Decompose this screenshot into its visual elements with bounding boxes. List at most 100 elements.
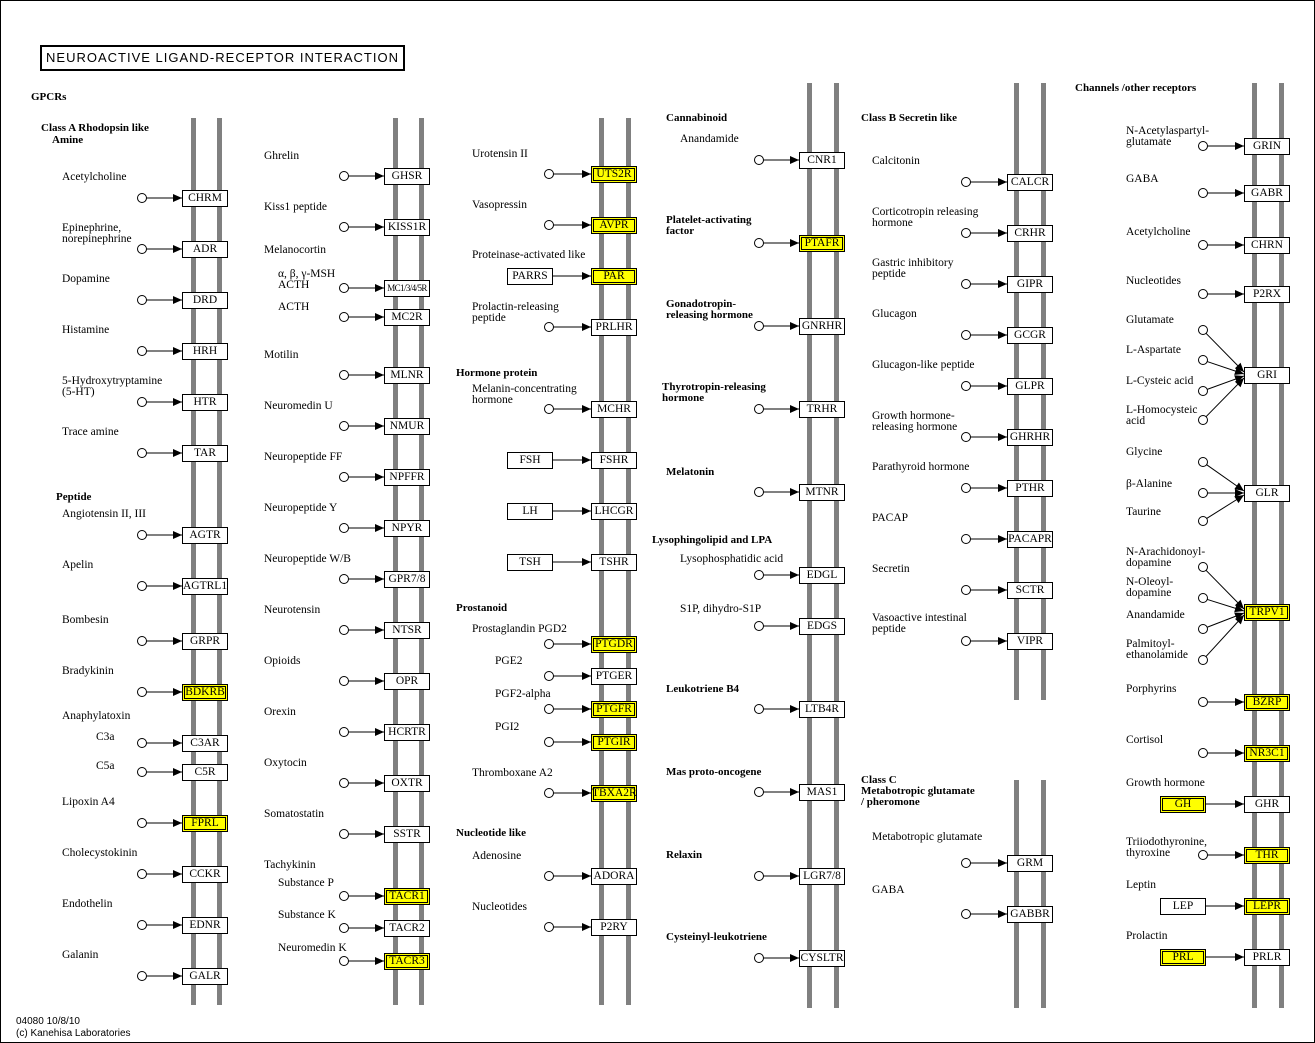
receptor-grin[interactable]: GRIN — [1244, 138, 1290, 155]
receptor-agtrl1[interactable]: AGTRL1 — [182, 578, 228, 595]
receptor-tacr2[interactable]: TACR2 — [384, 920, 430, 937]
receptor-hrh[interactable]: HRH — [182, 343, 228, 360]
receptor-par[interactable]: PAR — [591, 268, 637, 285]
receptor-vipr[interactable]: VIPR — [1007, 633, 1053, 650]
receptor-adr[interactable]: ADR — [182, 241, 228, 258]
receptor-htr[interactable]: HTR — [182, 394, 228, 411]
receptor-ntsr[interactable]: NTSR — [384, 622, 430, 639]
receptor-uts2r[interactable]: UTS2R — [591, 166, 637, 183]
receptor-sstr[interactable]: SSTR — [384, 826, 430, 843]
receptor-ednr[interactable]: EDNR — [182, 917, 228, 934]
receptor-agtr[interactable]: AGTR — [182, 527, 228, 544]
receptor-gnrhr[interactable]: GNRHR — [799, 318, 845, 335]
receptor-gpr7-8[interactable]: GPR7/8 — [384, 571, 430, 588]
receptor-mlnr[interactable]: MLNR — [384, 367, 430, 384]
ligand-label-acth: ACTH — [278, 301, 310, 313]
receptor-fshr[interactable]: FSHR — [591, 452, 637, 469]
receptor-p2ry[interactable]: P2RY — [591, 919, 637, 936]
receptor-tbxa2r[interactable]: TBXA2R — [591, 785, 637, 802]
ligand-gene-lh[interactable]: LH — [507, 503, 553, 520]
receptor-p2rx[interactable]: P2RX — [1244, 286, 1290, 303]
receptor-ptgdr[interactable]: PTGDR — [591, 636, 637, 653]
receptor-ghr[interactable]: GHR — [1244, 796, 1290, 813]
receptor-trhr[interactable]: TRHR — [799, 401, 845, 418]
receptor-npffr[interactable]: NPFFR — [384, 469, 430, 486]
receptor-ptafr[interactable]: PTAFR — [799, 235, 845, 252]
ligand-gene-parrs[interactable]: PARRS — [507, 268, 553, 285]
receptor-gabr[interactable]: GABR — [1244, 185, 1290, 202]
receptor-ptgfr[interactable]: PTGFR — [591, 701, 637, 718]
receptor-tacr3[interactable]: TACR3 — [384, 953, 430, 970]
receptor-lhcgr[interactable]: LHCGR — [591, 503, 637, 520]
ligand-gene-prl[interactable]: PRL — [1160, 949, 1206, 966]
receptor-edgs[interactable]: EDGS — [799, 618, 845, 635]
receptor-cnr1[interactable]: CNR1 — [799, 152, 845, 169]
receptor-mas1[interactable]: MAS1 — [799, 784, 845, 801]
receptor-ghrhr[interactable]: GHRHR — [1007, 429, 1053, 446]
receptor-npyr[interactable]: NPYR — [384, 520, 430, 537]
receptor-ptger[interactable]: PTGER — [591, 668, 637, 685]
ligand-gene-tsh[interactable]: TSH — [507, 554, 553, 571]
receptor-glpr[interactable]: GLPR — [1007, 378, 1053, 395]
ligand-gene-gh[interactable]: GH — [1160, 796, 1206, 813]
receptor-galr[interactable]: GALR — [182, 968, 228, 985]
receptor-c3ar[interactable]: C3AR — [182, 735, 228, 752]
receptor-hcrtr[interactable]: HCRTR — [384, 724, 430, 741]
receptor-avpr[interactable]: AVPR — [591, 217, 637, 234]
receptor-mc1-3-4-5r[interactable]: MC1/3/4/5R — [384, 280, 430, 297]
receptor-opr[interactable]: OPR — [384, 673, 430, 690]
receptor-tshr[interactable]: TSHR — [591, 554, 637, 571]
activation-trpv1-line — [1205, 569, 1245, 610]
receptor-trpv1[interactable]: TRPV1 — [1244, 604, 1290, 621]
ligand-gene-lep[interactable]: LEP — [1160, 898, 1206, 915]
receptor-ptgir[interactable]: PTGIR — [591, 734, 637, 751]
receptor-adora[interactable]: ADORA — [591, 868, 637, 885]
receptor-nr3c1[interactable]: NR3C1 — [1244, 745, 1290, 762]
receptor-lepr[interactable]: LEPR — [1244, 898, 1290, 915]
receptor-mchr[interactable]: MCHR — [591, 401, 637, 418]
receptor-drd[interactable]: DRD — [182, 292, 228, 309]
receptor-bzrp[interactable]: BZRP — [1244, 694, 1290, 711]
receptor-kiss1r[interactable]: KISS1R — [384, 219, 430, 236]
ligand-compound-icon — [137, 738, 147, 748]
receptor-crhr[interactable]: CRHR — [1007, 225, 1053, 242]
receptor-gipr[interactable]: GIPR — [1007, 276, 1053, 293]
activation-crhr-arrowhead — [998, 229, 1007, 237]
activation-chrm-arrowhead — [173, 194, 182, 202]
receptor-pthr[interactable]: PTHR — [1007, 480, 1053, 497]
receptor-tacr1[interactable]: TACR1 — [384, 888, 430, 905]
receptor-edgl[interactable]: EDGL — [799, 567, 845, 584]
receptor-fprl[interactable]: FPRL — [182, 815, 228, 832]
ligand-compound-icon — [137, 346, 147, 356]
receptor-prlr[interactable]: PRLR — [1244, 949, 1290, 966]
receptor-cckr[interactable]: CCKR — [182, 866, 228, 883]
receptor-grpr[interactable]: GRPR — [182, 633, 228, 650]
receptor-gabbr[interactable]: GABBR — [1007, 906, 1053, 923]
ligand-label-neuropeptide-w-b: Neuropeptide W/B — [264, 553, 351, 565]
receptor-lgr7-8[interactable]: LGR7/8 — [799, 868, 845, 885]
receptor-oxtr[interactable]: OXTR — [384, 775, 430, 792]
receptor-cysltr[interactable]: CYSLTR — [799, 950, 845, 967]
receptor-prlhr[interactable]: PRLHR — [591, 319, 637, 336]
receptor-nmur[interactable]: NMUR — [384, 418, 430, 435]
receptor-chrn[interactable]: CHRN — [1244, 237, 1290, 254]
receptor-thr[interactable]: THR — [1244, 847, 1290, 864]
activation-ghrhr-arrowhead — [998, 433, 1007, 441]
receptor-chrm[interactable]: CHRM — [182, 190, 228, 207]
receptor-glr[interactable]: GLR — [1244, 485, 1290, 502]
ligand-gene-fsh[interactable]: FSH — [507, 452, 553, 469]
receptor-mc2r[interactable]: MC2R — [384, 309, 430, 326]
receptor-calcr[interactable]: CALCR — [1007, 174, 1053, 191]
receptor-sctr[interactable]: SCTR — [1007, 582, 1053, 599]
receptor-mtnr[interactable]: MTNR — [799, 484, 845, 501]
receptor-ghsr[interactable]: GHSR — [384, 168, 430, 185]
receptor-bdkrb[interactable]: BDKRB — [182, 684, 228, 701]
receptor-c5r[interactable]: C5R — [182, 764, 228, 781]
receptor-gri[interactable]: GRI — [1244, 367, 1290, 384]
activation-tacr1-arrowhead — [375, 892, 384, 900]
receptor-ltb4r[interactable]: LTB4R — [799, 701, 845, 718]
receptor-gcgr[interactable]: GCGR — [1007, 327, 1053, 344]
receptor-tar[interactable]: TAR — [182, 445, 228, 462]
receptor-grm[interactable]: GRM — [1007, 855, 1053, 872]
receptor-pacapr[interactable]: PACAPR — [1007, 531, 1053, 548]
